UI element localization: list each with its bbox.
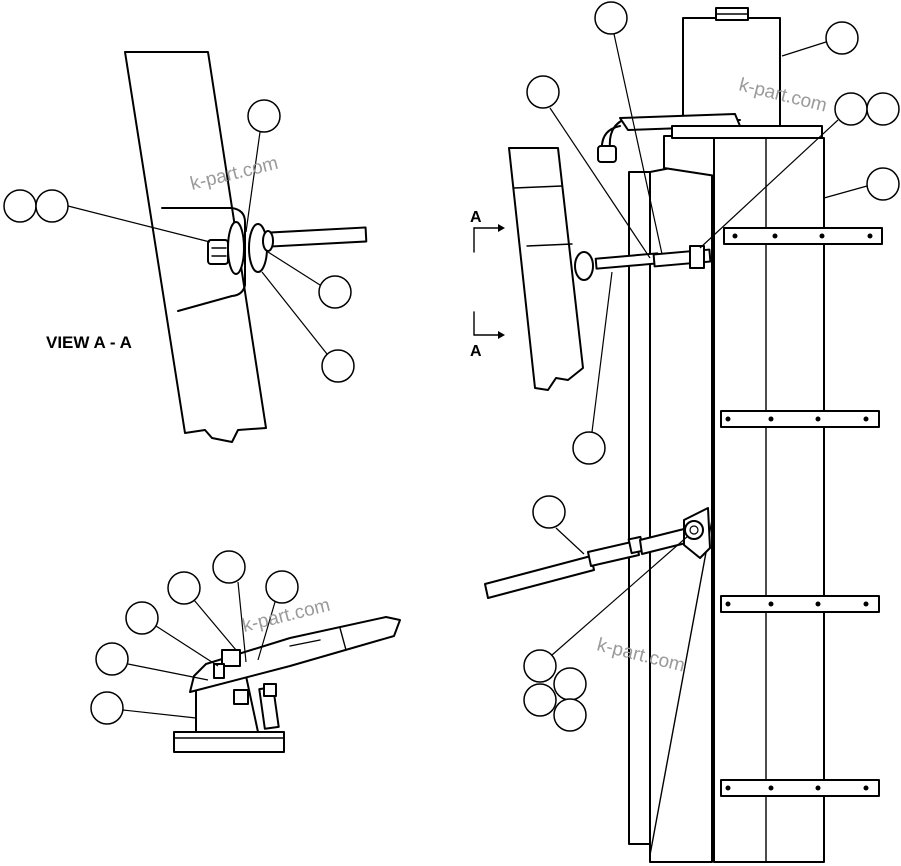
- base-plate: [173, 731, 285, 753]
- mount-detail: [90, 550, 401, 753]
- callout-balloon: [265, 570, 299, 604]
- callout-balloon: [167, 571, 201, 605]
- callout-balloon: [594, 1, 628, 35]
- callout-balloon: [834, 92, 868, 126]
- mount-washer: [213, 663, 225, 679]
- lower-cylinder-rod: [587, 540, 640, 567]
- callout-balloon: [3, 189, 37, 223]
- callout-balloon: [523, 649, 557, 683]
- rail: [723, 227, 883, 245]
- mount-clip: [221, 649, 241, 667]
- view-a-a-detail: VIEW A - A: [3, 51, 368, 443]
- callout-balloon: [866, 92, 900, 126]
- callout-balloon: [526, 75, 560, 109]
- callout-balloon: [553, 667, 587, 701]
- callout-balloon: [553, 698, 587, 732]
- section-marker-bottom: A: [470, 343, 482, 360]
- callout-balloon: [318, 275, 352, 309]
- view-a-a-plate: [227, 221, 245, 275]
- rail: [720, 779, 880, 797]
- side-panel: [713, 137, 825, 863]
- callout-balloon: [321, 349, 355, 383]
- view-a-a-rod: [268, 226, 368, 248]
- callout-balloon: [35, 189, 69, 223]
- callout-balloon: [125, 601, 159, 635]
- mount-nut: [233, 689, 249, 705]
- callout-balloon: [532, 495, 566, 529]
- callout-balloon: [825, 21, 859, 55]
- mirror-panel: [508, 147, 584, 391]
- section-marker-top: A: [470, 209, 482, 226]
- view-a-a-label: VIEW A - A: [46, 333, 132, 352]
- callout-balloon: [523, 683, 557, 717]
- rail: [720, 595, 880, 613]
- tank: [682, 17, 781, 129]
- frame-top-block: [663, 135, 717, 177]
- rail: [720, 410, 880, 428]
- main-assembly: A A: [470, 1, 900, 863]
- view-a-a-nut: [207, 239, 229, 265]
- lower-cylinder: [484, 555, 595, 599]
- view-a-a-panel: [124, 51, 267, 443]
- callout-balloon: [95, 642, 129, 676]
- callout-balloon: [212, 550, 246, 584]
- hose-fitting: [597, 145, 617, 163]
- upper-link-bracket: [689, 245, 705, 269]
- frame-cap: [671, 125, 823, 139]
- callout-balloon: [572, 431, 606, 465]
- mount-arm: [189, 616, 401, 693]
- callout-balloon: [247, 99, 281, 133]
- mount-nut: [263, 683, 277, 697]
- upper-link-joint: [574, 251, 594, 281]
- view-a-a-nut-outer: [262, 230, 274, 252]
- view-a-a-bracket: [161, 207, 246, 312]
- callout-balloon: [866, 167, 900, 201]
- callout-balloon: [90, 691, 124, 725]
